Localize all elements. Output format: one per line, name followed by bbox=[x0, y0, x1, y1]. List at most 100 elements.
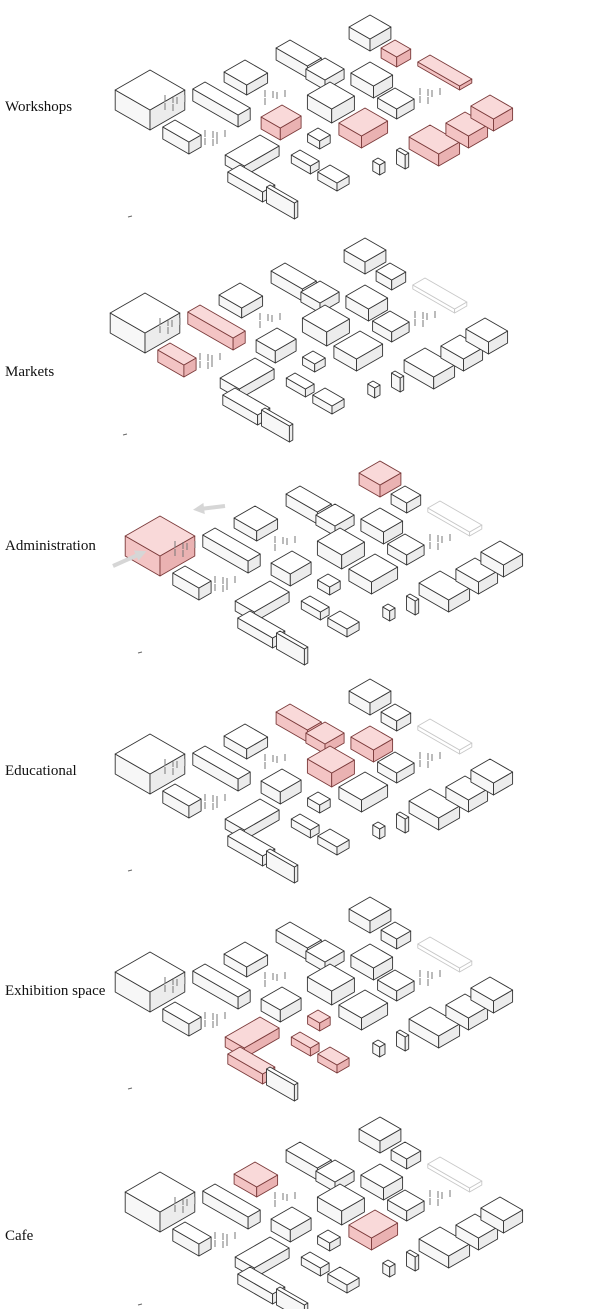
panel-exhibition-space: Exhibition space bbox=[0, 872, 595, 1102]
building-block bbox=[290, 1031, 320, 1057]
building-block bbox=[162, 783, 202, 819]
scale-tick bbox=[122, 433, 128, 436]
people-figures bbox=[264, 90, 286, 105]
building-block bbox=[192, 963, 251, 1010]
panel-label: Workshops bbox=[5, 99, 73, 115]
building-block bbox=[380, 39, 412, 68]
building-block bbox=[172, 1221, 212, 1257]
building-block bbox=[114, 69, 186, 131]
people-figures bbox=[274, 536, 296, 551]
building-block bbox=[391, 370, 405, 393]
building-block bbox=[276, 630, 309, 666]
building-block bbox=[302, 350, 326, 373]
building-block bbox=[417, 718, 473, 755]
building-block bbox=[390, 485, 422, 514]
building-block bbox=[224, 1016, 280, 1059]
building-block bbox=[187, 304, 246, 351]
building-block bbox=[333, 330, 384, 372]
building-block bbox=[338, 989, 389, 1031]
building-block bbox=[300, 1251, 330, 1277]
people-figures bbox=[429, 1190, 451, 1206]
site-axonometric-diagram bbox=[114, 678, 514, 884]
people-figures bbox=[204, 130, 226, 146]
building-block bbox=[316, 1183, 365, 1226]
people-figures bbox=[264, 754, 286, 769]
entry-arrow bbox=[199, 504, 226, 511]
building-block bbox=[266, 184, 299, 220]
building-block bbox=[223, 941, 269, 978]
building-block bbox=[372, 157, 386, 176]
people-figures bbox=[174, 1197, 196, 1213]
building-block bbox=[348, 553, 399, 595]
building-block bbox=[417, 54, 473, 91]
site-axonometric-diagram bbox=[109, 237, 509, 443]
building-block bbox=[350, 943, 394, 981]
panel-label: Cafe bbox=[5, 1228, 34, 1244]
building-block bbox=[360, 507, 404, 545]
building-block bbox=[350, 61, 394, 99]
building-block bbox=[114, 951, 186, 1013]
site-axonometric-diagram bbox=[114, 896, 514, 1102]
building-block bbox=[202, 1183, 261, 1230]
building-block bbox=[192, 81, 251, 128]
people-figures bbox=[259, 313, 281, 328]
people-figures bbox=[204, 794, 226, 810]
scale-tick bbox=[127, 1087, 133, 1090]
building-block bbox=[470, 94, 514, 132]
building-block bbox=[234, 580, 290, 623]
entry-arrow bbox=[112, 552, 141, 568]
building-block bbox=[358, 460, 402, 498]
building-block bbox=[406, 1249, 420, 1272]
building-block bbox=[316, 527, 365, 570]
building-block bbox=[260, 986, 302, 1023]
building-block bbox=[306, 963, 355, 1006]
building-block bbox=[348, 678, 392, 716]
building-block bbox=[372, 1039, 386, 1058]
panel-administration: Administration bbox=[0, 436, 595, 666]
people-figures bbox=[174, 541, 196, 557]
people-figures bbox=[214, 1232, 236, 1248]
people-figures bbox=[419, 970, 441, 986]
building-block bbox=[261, 407, 294, 443]
building-block bbox=[382, 1259, 396, 1278]
building-block bbox=[396, 811, 410, 834]
building-block bbox=[266, 1066, 299, 1102]
building-block bbox=[455, 557, 499, 595]
people-figures bbox=[419, 88, 441, 104]
panel-educational: Educational bbox=[0, 654, 595, 884]
building-block bbox=[338, 107, 389, 149]
building-block bbox=[372, 310, 410, 343]
building-block bbox=[427, 500, 483, 537]
building-block bbox=[172, 565, 212, 601]
panel-label: Administration bbox=[5, 538, 96, 554]
building-block bbox=[445, 111, 489, 149]
building-block bbox=[343, 237, 387, 275]
building-block bbox=[270, 1206, 312, 1243]
arrow-head bbox=[193, 502, 205, 515]
building-block bbox=[192, 745, 251, 792]
people-figures bbox=[164, 759, 186, 775]
building-block bbox=[157, 342, 197, 378]
people-figures bbox=[204, 1012, 226, 1028]
building-block bbox=[266, 848, 299, 884]
building-block bbox=[233, 505, 279, 542]
building-block bbox=[307, 127, 331, 150]
building-block bbox=[348, 1209, 399, 1251]
building-block bbox=[348, 896, 392, 934]
building-block bbox=[270, 550, 312, 587]
building-block bbox=[345, 284, 389, 322]
building-block bbox=[307, 791, 331, 814]
building-block bbox=[223, 59, 269, 96]
building-block bbox=[305, 57, 345, 91]
building-block bbox=[418, 1226, 471, 1269]
building-block bbox=[114, 733, 186, 795]
building-block bbox=[480, 1196, 524, 1234]
building-block bbox=[124, 1171, 196, 1233]
building-block bbox=[301, 304, 350, 347]
building-block bbox=[162, 1001, 202, 1037]
building-block bbox=[109, 292, 181, 354]
panel-cafe: Cafe bbox=[0, 1090, 595, 1309]
building-block bbox=[377, 751, 415, 784]
building-block bbox=[227, 828, 276, 867]
building-block bbox=[260, 768, 302, 805]
